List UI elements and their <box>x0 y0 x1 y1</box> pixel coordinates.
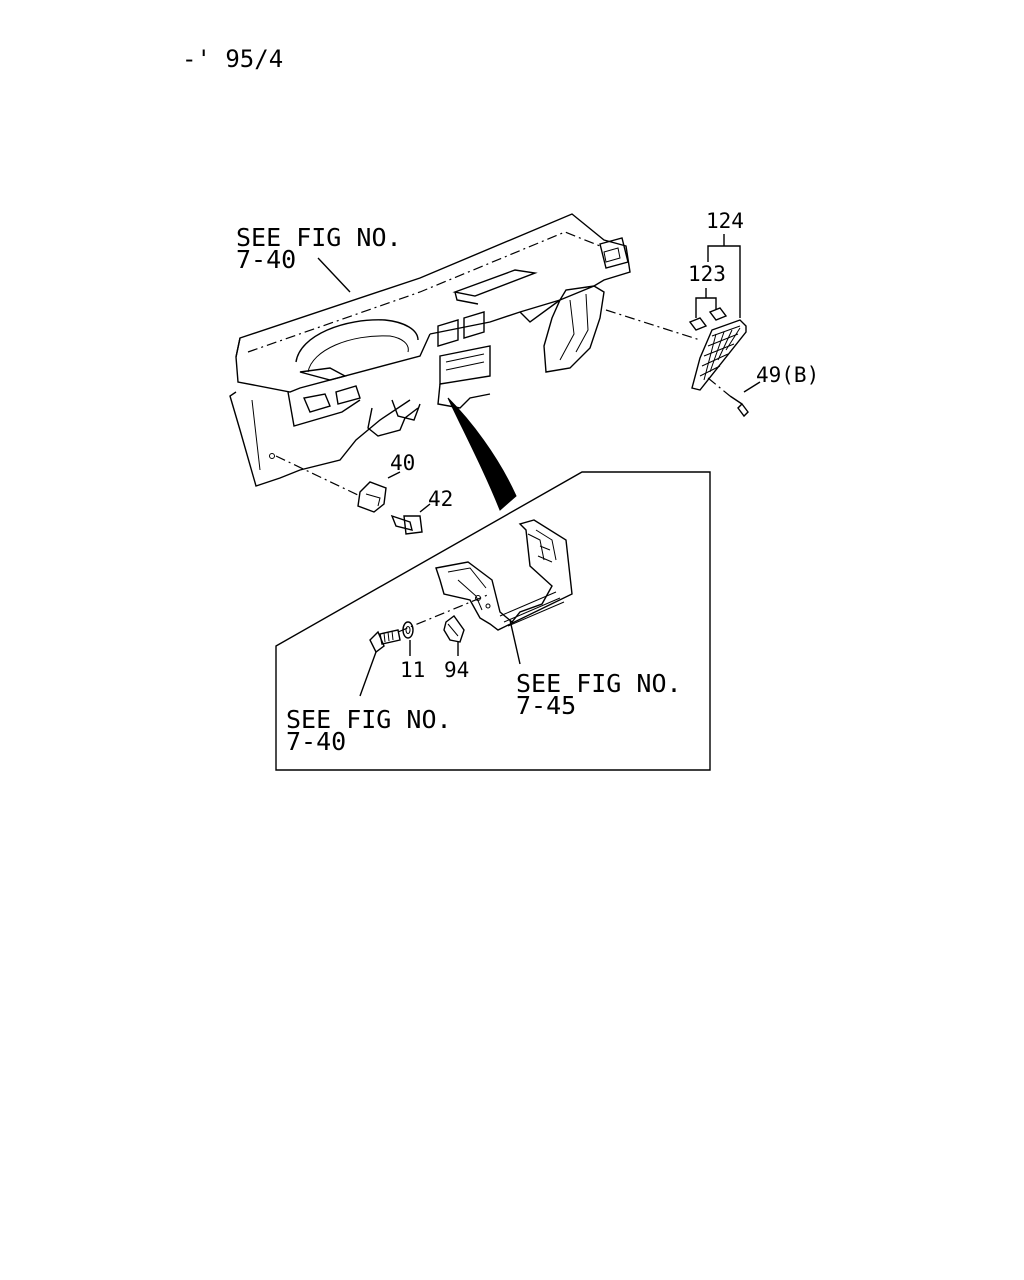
inset-bracket-drawing <box>435 519 573 631</box>
part-label-42: 42 <box>428 487 453 511</box>
detail-callout-arrow <box>447 397 517 511</box>
range-code-label: -' 95/4 <box>182 45 283 73</box>
see-fig-bracket-ref: SEE FIG NO. 7-45 <box>516 669 682 720</box>
see-fig-main-line1: SEE FIG NO. <box>236 223 402 252</box>
part-label-11: 11 <box>400 658 425 682</box>
part-label-40: 40 <box>390 451 415 475</box>
part-label-94: 94 <box>444 658 469 682</box>
see-fig-main-ref: SEE FIG NO. 7-40 <box>236 223 402 274</box>
see-fig-inset-ref: SEE FIG NO. 7-40 <box>286 705 452 756</box>
see-fig-main-line2: 7-40 <box>236 245 296 274</box>
part-label-124: 124 <box>706 209 744 233</box>
side-grille-drawing <box>688 234 761 418</box>
detail-inset-frame <box>275 471 711 771</box>
clip-and-screw-drawing <box>275 455 431 535</box>
inset-fasteners-drawing <box>359 593 521 697</box>
see-fig-inset-line2: 7-40 <box>286 727 346 756</box>
see-fig-bracket-line1: SEE FIG NO. <box>516 669 682 698</box>
see-fig-bracket-line2: 7-45 <box>516 691 576 720</box>
part-label-123: 123 <box>688 262 726 286</box>
part-label-49b: 49(B) <box>756 363 819 387</box>
instrument-panel-drawing <box>229 213 701 487</box>
see-fig-inset-line1: SEE FIG NO. <box>286 705 452 734</box>
